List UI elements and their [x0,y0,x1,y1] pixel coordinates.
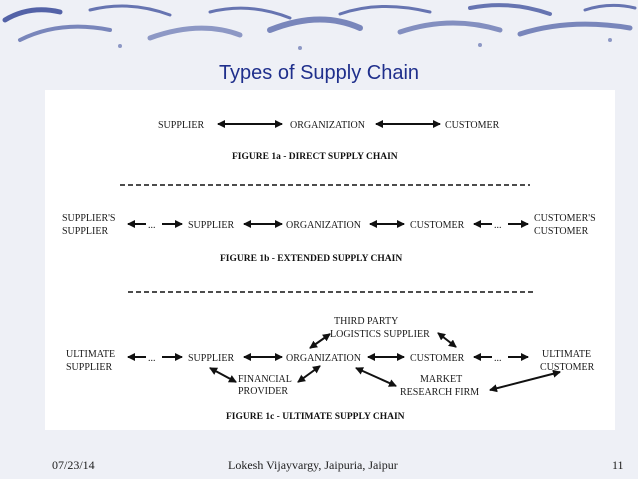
fig-c-market-1: MARKET [420,374,462,385]
fig-c-ultimate-customer-1: ULTIMATE [542,349,591,360]
fig-c-customer: CUSTOMER [410,353,465,364]
fig-c-arrow-supplier-financial [209,367,237,383]
fig-c-supplier: SUPPLIER [188,353,234,364]
slide-title: Types of Supply Chain [218,62,420,84]
fig-a-organization: ORGANIZATION [290,120,365,131]
footer-page-number: 11 [612,458,624,472]
fig-b-dots-1: ... [148,220,156,231]
fig-b-customers-customer-1: CUSTOMER'S [534,213,596,224]
fig-c-arrow-org-market [355,367,397,387]
fig-b-caption: FIGURE 1b - EXTENDED SUPPLY CHAIN [220,254,402,264]
slide-footer: 07/23/14 Lokesh Vijayvargy, Jaipuria, Ja… [0,454,638,474]
fig-c-organization: ORGANIZATION [286,353,361,364]
fig-c-third-party-2: LOGISTICS SUPPLIER [330,329,430,340]
fig-b-dots-2: ... [494,220,502,231]
fig-a-caption: FIGURE 1a - DIRECT SUPPLY CHAIN [232,152,398,162]
fig-c-caption: FIGURE 1c - ULTIMATE SUPPLY CHAIN [226,412,405,422]
decorative-banner [2,3,637,50]
fig-c-ultimate-supplier-2: SUPPLIER [66,362,112,373]
fig-a-customer: CUSTOMER [445,120,500,131]
fig-c-financial-1: FINANCIAL [238,374,292,385]
fig-b-customer: CUSTOMER [410,220,465,231]
fig-b-suppliers-supplier-1: SUPPLIER'S [62,213,116,224]
fig-c-arrow-financial-org [297,365,321,383]
fig-c-arrow-org-3pl [309,333,331,349]
fig-a-supplier: SUPPLIER [158,120,204,131]
fig-b-organization: ORGANIZATION [286,220,361,231]
fig-c-ultimate-supplier-1: ULTIMATE [66,349,115,360]
fig-b-suppliers-supplier-2: SUPPLIER [62,226,108,237]
fig-b-supplier: SUPPLIER [188,220,234,231]
fig-c-third-party-1: THIRD PARTY [334,316,398,327]
fig-c-arrow-3pl-customer [437,332,457,348]
fig-c-ultimate-customer-2: CUSTOMER [540,362,595,373]
footer-author: Lokesh Vijayvargy, Jaipuria, Jaipur [228,458,398,472]
fig-c-financial-2: PROVIDER [238,386,288,397]
fig-c-market-2: RESEARCH FIRM [400,387,479,398]
footer-date: 07/23/14 [52,458,95,472]
fig-c-dots-2: ... [494,353,502,364]
fig-c-arrow-market-ultimate [489,369,561,393]
fig-c-dots-1: ... [148,353,156,364]
fig-b-customers-customer-2: CUSTOMER [534,226,589,237]
supply-chain-figure: SUPPLIER ORGANIZATION CUSTOMER FIGURE 1a… [45,90,615,430]
